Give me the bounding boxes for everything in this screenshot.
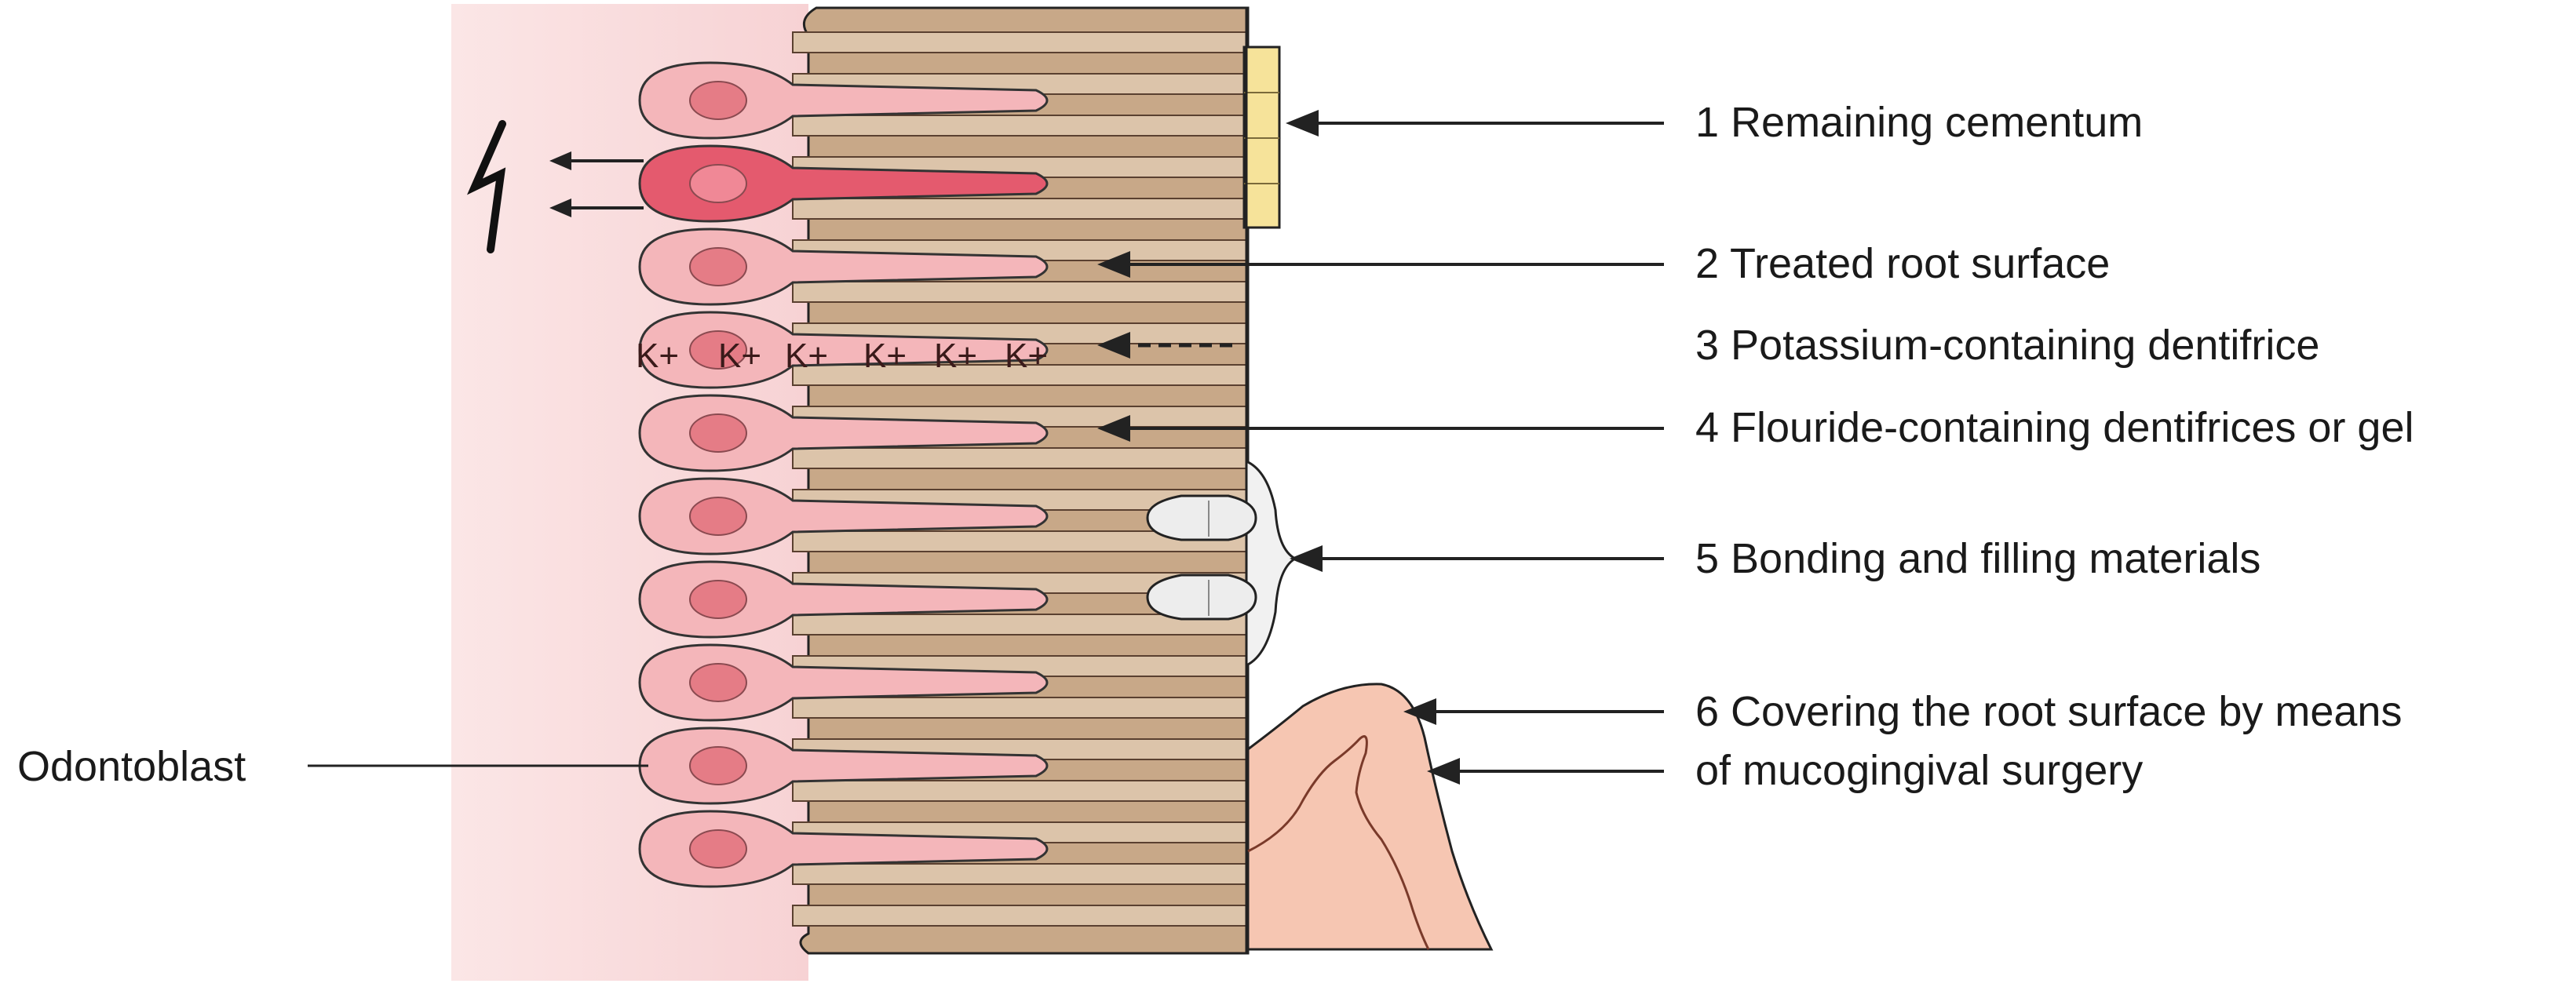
dentin-tubule [793,905,1246,926]
dentin-tubule [793,697,1246,718]
dentin-tubule [793,115,1246,136]
label-potassium-dentifrice: 3 Potassium-containing dentifrice [1695,322,2319,369]
label-bonding-filling: 5 Bonding and filling materials [1695,535,2260,582]
cell-nucleus [690,830,746,868]
label-odontoblast: Odontoblast [17,743,246,790]
cell-nucleus [690,581,746,618]
potassium-ion: K+ [636,337,679,375]
label-remaining-cementum: 1 Remaining cementum [1695,99,2143,146]
dentin-tubule [793,198,1246,219]
cell-nucleus [690,248,746,286]
cell-nucleus [690,165,746,202]
cementum-layer [1244,47,1279,228]
dentin-tubule [793,781,1246,801]
dentin-block [793,8,1248,953]
label-mucogingival-line2: of mucogingival surgery [1695,747,2143,794]
cell-nucleus [690,664,746,701]
potassium-ion: K+ [785,337,828,375]
cell-nucleus [690,497,746,535]
tubule-plug [1148,496,1256,540]
label-mucogingival-line1: 6 Covering the root surface by means [1695,688,2402,735]
cell-nucleus [690,414,746,452]
cell-nucleus [690,747,746,785]
dentin-tubule [793,448,1246,468]
tubule-plug [1148,575,1256,619]
cell-nucleus [690,82,746,119]
dentin-tubule [793,864,1246,884]
dentin-tubule [793,32,1246,53]
label-fluoride-dentifrice: 4 Flouride-containing dentifrices or gel [1695,404,2414,451]
potassium-ion: K+ [718,337,761,375]
dentin-tubule [793,282,1246,302]
potassium-ion: K+ [1005,337,1048,375]
gingival-graft [1248,684,1491,949]
potassium-ion: K+ [863,337,907,375]
potassium-ion: K+ [934,337,977,375]
label-treated-root-surface: 2 Treated root surface [1695,240,2110,287]
